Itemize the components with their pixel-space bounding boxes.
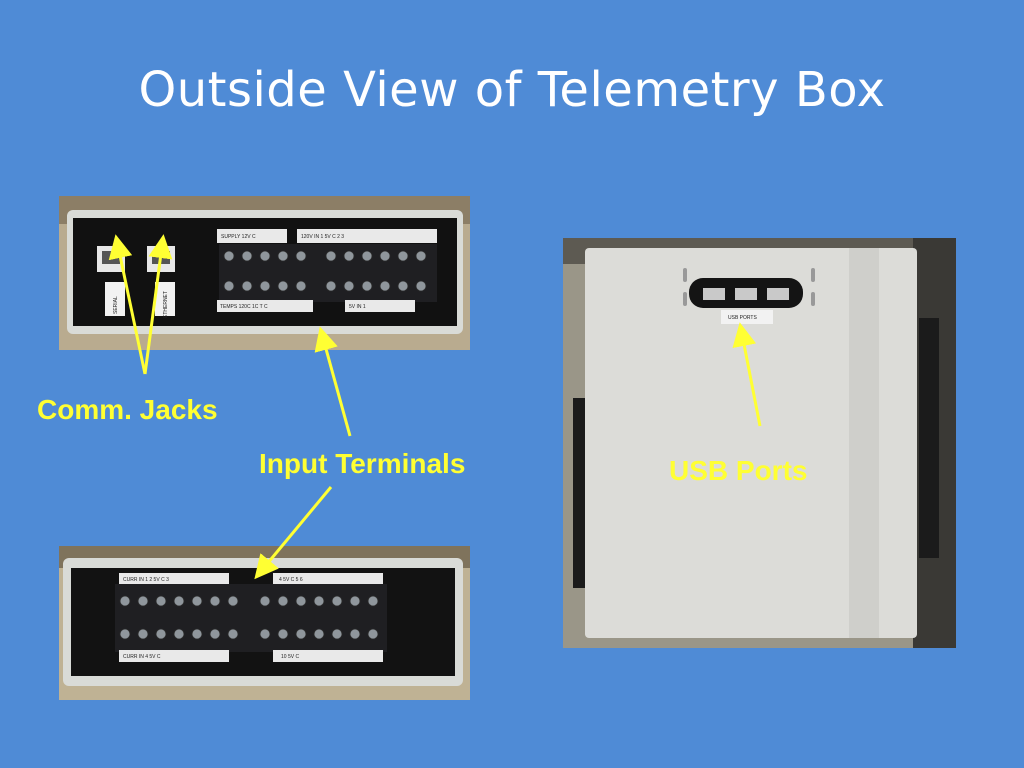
label-comm-jacks: Comm. Jacks — [37, 394, 218, 425]
arrow-input-terminals-top — [314, 326, 352, 437]
photo-text-ethernet: ETHERNET — [163, 291, 169, 318]
label-usb-ports: USB Ports — [669, 455, 808, 486]
photo-text-5v-in: 5V IN 1 — [349, 304, 366, 310]
photo-text-usb-ports: USB PORTS — [728, 315, 757, 321]
photo-text-curr-in-top: CURR IN 1 2 5V C 3 — [123, 577, 169, 583]
label-input-terminals: Input Terminals — [259, 448, 466, 479]
terminal-screws-bottom — [119, 595, 379, 640]
photo-text-temps: TEMPS 120C 1C T C — [220, 304, 268, 310]
terminal-screws-top — [223, 250, 427, 292]
photo-text-supply: SUPPLY 12V C — [221, 234, 256, 240]
photo-text-120v-in: 120V IN 1 5V C 2 3 — [301, 234, 344, 240]
photo-rear-panel-top: SERIAL ETHERNET SUPPLY 12V C 120V IN 1 5… — [59, 196, 470, 350]
slide-title: Outside View of Telemetry Box — [138, 62, 886, 118]
photo-text-curr-in-bottom: CURR IN 4 5V C — [123, 654, 161, 660]
photo-rear-panel-bottom: CURR IN 1 2 5V C 3 4 5V C 5 6 CURR IN — [59, 546, 470, 700]
photo-text-right-top: 4 5V C 5 6 — [279, 577, 303, 583]
photo-side-usb: USB PORTS — [563, 238, 956, 648]
photo-text-right-bottom: 10 5V C — [281, 654, 299, 660]
photo-text-serial: SERIAL — [113, 296, 119, 314]
